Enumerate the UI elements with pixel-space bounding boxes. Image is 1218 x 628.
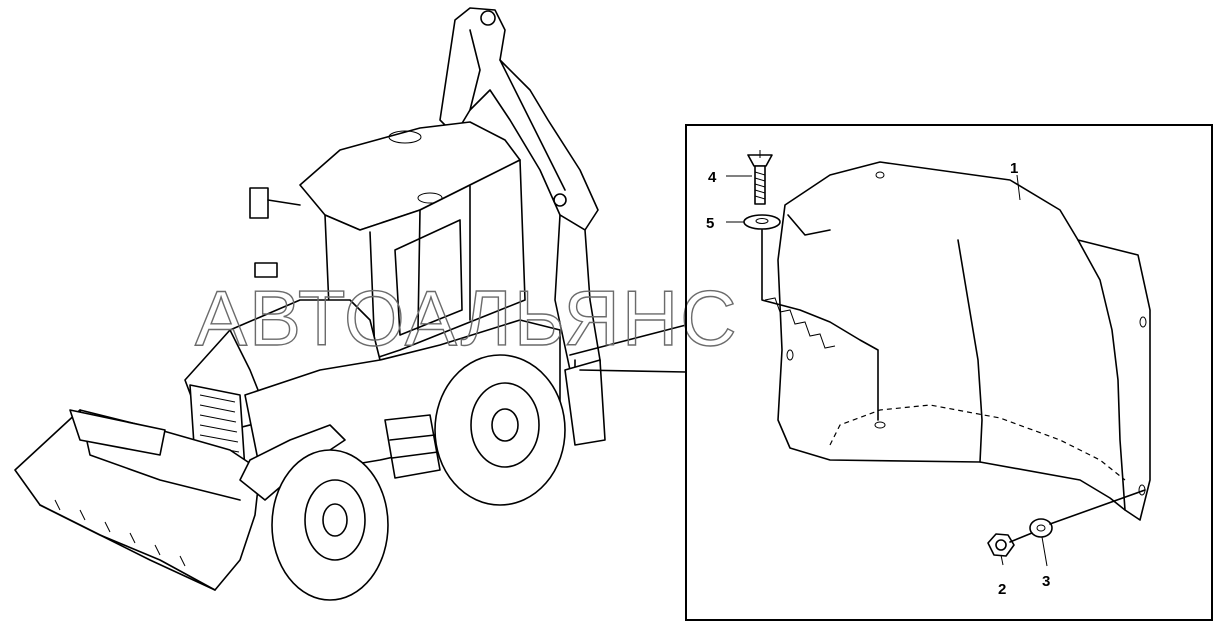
detail-box: 1 2 3 4 5 [685, 124, 1213, 621]
backhoe-loader-illustration [14, 7, 606, 601]
flat-washer-part [1029, 518, 1053, 538]
callout-5: 5 [706, 215, 714, 232]
callout-3: 3 [1042, 573, 1050, 590]
watermark-text: АВТОАЛЬЯНС [195, 274, 739, 362]
fender-part [777, 161, 1151, 521]
screw-part [747, 150, 773, 205]
callout-2: 2 [998, 581, 1006, 598]
nut-part [987, 533, 1015, 557]
detail-leader-lines [569, 324, 687, 373]
callout-4: 4 [708, 169, 717, 186]
washer-part [743, 214, 781, 230]
callout-1: 1 [1010, 160, 1018, 177]
